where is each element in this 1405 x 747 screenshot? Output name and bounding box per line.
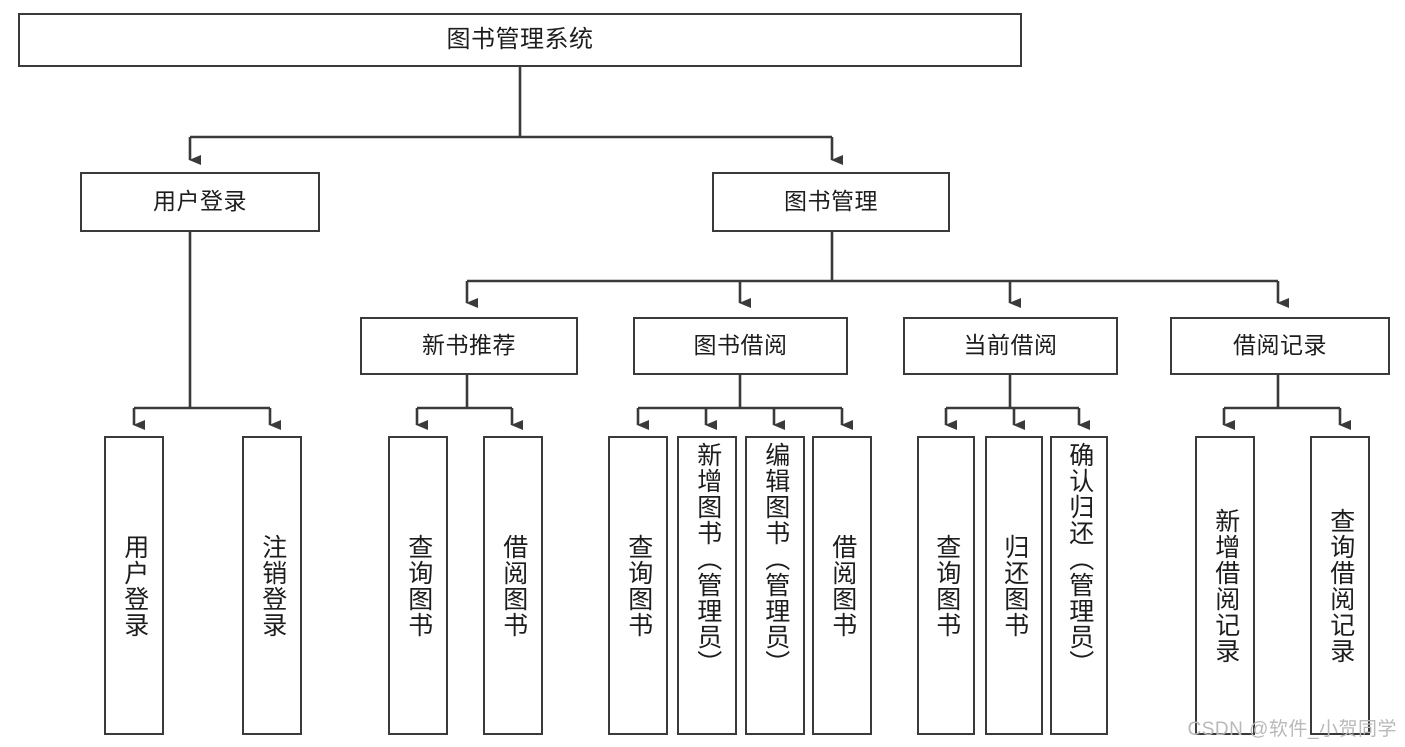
node-user-login[interactable]: 用户登录 bbox=[80, 172, 320, 232]
node-leaf-query-borrow-record[interactable]: 查询借阅记录 bbox=[1310, 436, 1370, 735]
node-label: 新书推荐 bbox=[422, 332, 516, 359]
node-label: 图书管理系统 bbox=[446, 25, 594, 53]
node-label: 查询图书 bbox=[624, 533, 653, 638]
node-book-borrow[interactable]: 图书借阅 bbox=[633, 317, 848, 375]
node-leaf-query-book-recommend[interactable]: 查询图书 bbox=[388, 436, 448, 735]
node-label: 查询图书 bbox=[404, 533, 433, 638]
node-label: 图书借阅 bbox=[693, 332, 788, 359]
node-leaf-add-borrow-record[interactable]: 新增借阅记录 bbox=[1195, 436, 1255, 735]
node-root-book-management-system[interactable]: 图书管理系统 bbox=[18, 13, 1022, 67]
node-leaf-user-login[interactable]: 用户登录 bbox=[104, 436, 164, 735]
node-current-borrow[interactable]: 当前借阅 bbox=[903, 317, 1118, 375]
node-leaf-confirm-return-admin[interactable]: 确认归还（管理员） bbox=[1050, 436, 1108, 735]
node-leaf-return-book[interactable]: 归还图书 bbox=[985, 436, 1043, 735]
node-label: 归还图书 bbox=[1000, 533, 1029, 638]
node-label: 当前借阅 bbox=[963, 332, 1058, 359]
node-label: 新增图书（管理员） bbox=[693, 442, 722, 676]
node-book-management[interactable]: 图书管理 bbox=[712, 172, 950, 232]
node-label: 确认归还（管理员） bbox=[1065, 442, 1094, 676]
node-label: 查询图书 bbox=[932, 533, 961, 638]
node-label: 用户登录 bbox=[153, 188, 247, 215]
node-leaf-logout[interactable]: 注销登录 bbox=[242, 436, 302, 735]
node-label: 查询借阅记录 bbox=[1326, 507, 1355, 664]
node-leaf-borrow-book[interactable]: 借阅图书 bbox=[812, 436, 872, 735]
node-label: 新增借阅记录 bbox=[1211, 507, 1240, 664]
node-leaf-edit-book-admin[interactable]: 编辑图书（管理员） bbox=[745, 436, 805, 735]
node-label: 借阅图书 bbox=[828, 533, 857, 638]
node-label: 编辑图书（管理员） bbox=[761, 442, 790, 676]
node-label: 图书管理 bbox=[784, 188, 878, 215]
node-label: 用户登录 bbox=[120, 533, 149, 638]
node-label: 借阅记录 bbox=[1233, 332, 1327, 359]
node-leaf-query-book-borrow[interactable]: 查询图书 bbox=[608, 436, 668, 735]
node-leaf-query-book-current[interactable]: 查询图书 bbox=[917, 436, 975, 735]
node-label: 注销登录 bbox=[258, 533, 287, 638]
node-new-book-recommend[interactable]: 新书推荐 bbox=[360, 317, 578, 375]
node-label: 借阅图书 bbox=[499, 533, 528, 638]
node-leaf-borrow-book-recommend[interactable]: 借阅图书 bbox=[483, 436, 543, 735]
node-borrow-record[interactable]: 借阅记录 bbox=[1170, 317, 1390, 375]
node-leaf-add-book-admin[interactable]: 新增图书（管理员） bbox=[677, 436, 737, 735]
